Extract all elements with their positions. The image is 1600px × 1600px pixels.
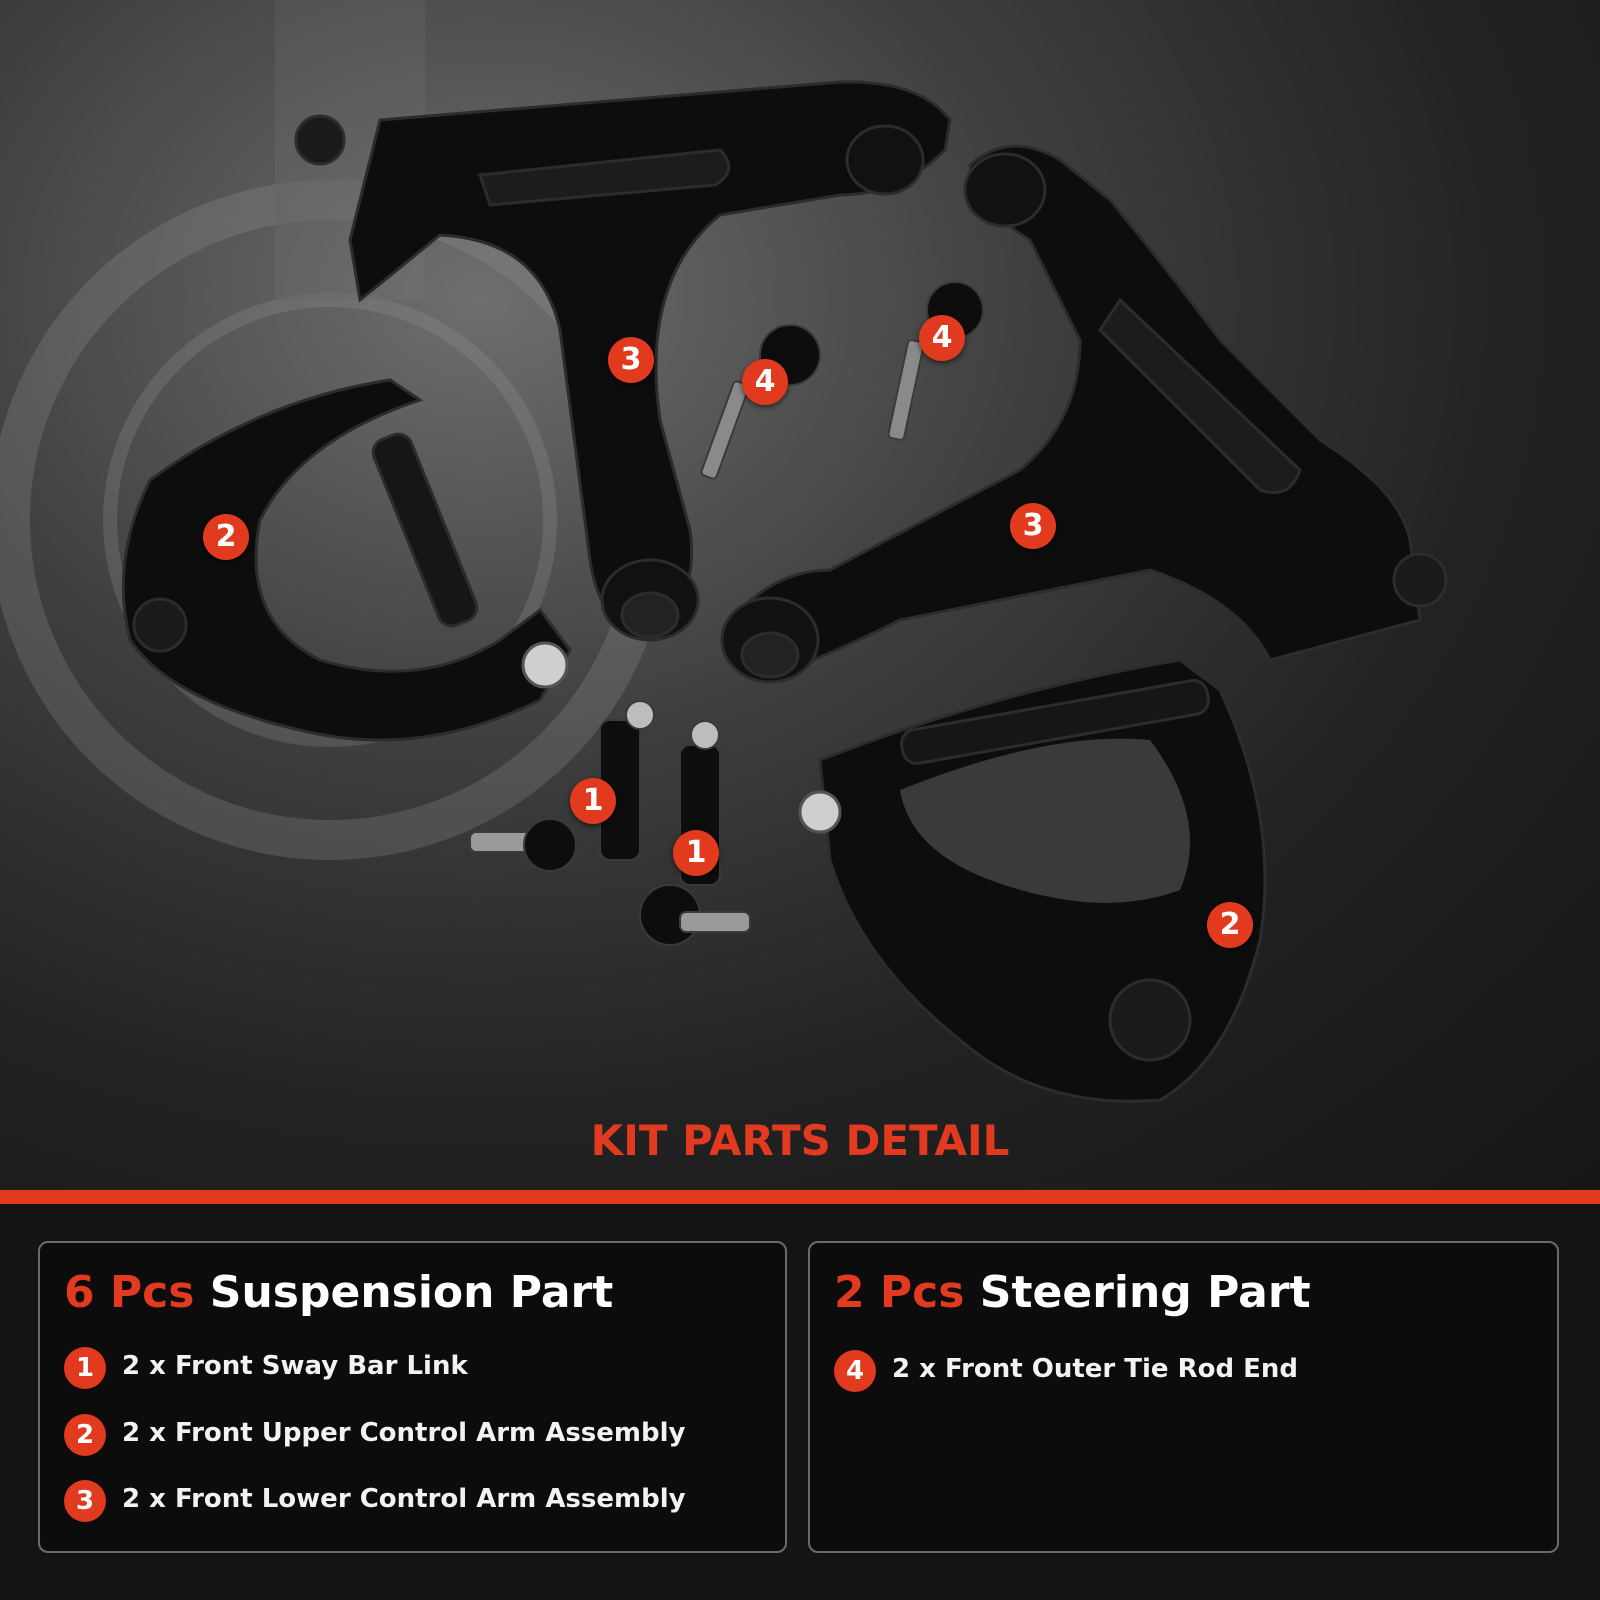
- item-number-badge: 3: [64, 1480, 106, 1522]
- callout-upper-control-arm: 2: [203, 514, 249, 560]
- item-description: 2 x Front Outer Tie Rod End: [892, 1354, 1299, 1384]
- product-photo: 1 1 2 2 3 3 4 4: [0, 0, 1600, 1190]
- suspension-kit-illustration: [0, 0, 1448, 1103]
- suspension-part-panel: 6 Pcs Suspension Part 1 2 x Front Sway B…: [38, 1241, 787, 1553]
- kit-parts-heading: KIT PARTS DETAIL: [590, 1116, 1010, 1165]
- callout-lower-control-arm: 3: [608, 337, 654, 383]
- callout-upper-control-arm: 2: [1207, 902, 1253, 948]
- item-number-badge: 2: [64, 1414, 106, 1456]
- sway-bar-link-left: [469, 700, 655, 872]
- item-description: 2 x Front Sway Bar Link: [122, 1351, 468, 1381]
- tie-rod-end-right: [887, 281, 984, 441]
- upper-control-arm-right: [798, 658, 1267, 1103]
- callout-tie-rod-end: 4: [742, 359, 788, 405]
- steering-panel-title: 2 Pcs Steering Part: [834, 1267, 1311, 1318]
- callout-sway-bar-link: 1: [673, 830, 719, 876]
- upper-control-arm-left: [121, 378, 572, 742]
- steering-quantity: 2 Pcs: [834, 1267, 965, 1318]
- suspension-category-name: Suspension Part: [209, 1267, 614, 1318]
- accent-divider: [0, 1190, 1600, 1204]
- steering-category-name: Steering Part: [979, 1267, 1311, 1318]
- item-description: 2 x Front Lower Control Arm Assembly: [122, 1484, 686, 1514]
- callout-tie-rod-end: 4: [919, 315, 965, 361]
- suspension-panel-title: 6 Pcs Suspension Part: [64, 1267, 613, 1318]
- callout-sway-bar-link: 1: [570, 778, 616, 824]
- tie-rod-end-left: [700, 324, 821, 480]
- callout-lower-control-arm: 3: [1010, 503, 1056, 549]
- lower-control-arm-right: [720, 144, 1448, 684]
- steering-part-panel: 2 Pcs Steering Part 4 2 x Front Outer Ti…: [808, 1241, 1559, 1553]
- suspension-quantity: 6 Pcs: [64, 1267, 195, 1318]
- item-number-badge: 4: [834, 1350, 876, 1392]
- item-number-badge: 1: [64, 1347, 106, 1389]
- item-description: 2 x Front Upper Control Arm Assembly: [122, 1418, 686, 1448]
